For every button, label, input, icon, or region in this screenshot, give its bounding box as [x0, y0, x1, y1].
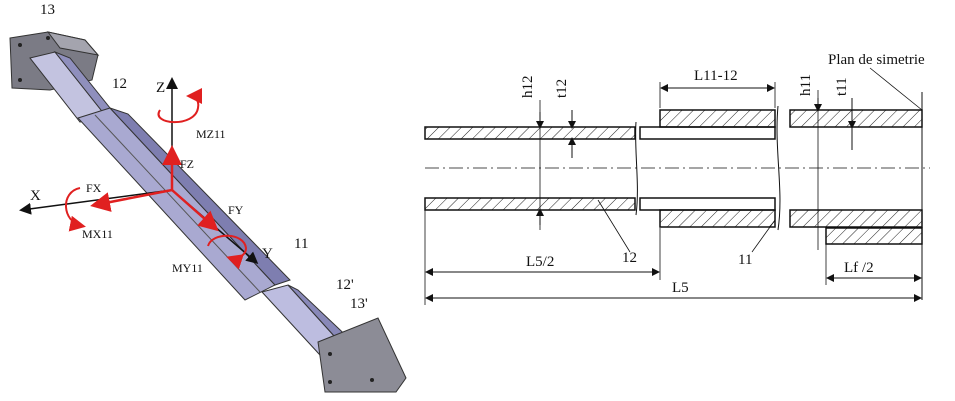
label-l11-12: L11-12 — [694, 68, 738, 84]
label-13-prime: 13' — [350, 296, 368, 312]
plate-13-prime — [317, 317, 407, 393]
label-t11: t11 — [834, 77, 850, 96]
tube-11-wall-bottom — [789, 209, 923, 228]
label-t12: t12 — [554, 79, 570, 98]
flange-section — [825, 227, 923, 245]
label-axis-x: X — [30, 188, 41, 204]
label-moment-x: MX11 — [82, 227, 113, 241]
label-moment-y: MY11 — [172, 261, 203, 275]
moment-x-arrow — [65, 187, 86, 232]
tube-12-wall-bottom — [424, 197, 636, 211]
right-section-drawing: Plan de simetrie h12 t12 L11-12 h11 t11 … — [424, 52, 930, 305]
label-moment-z: MZ11 — [196, 127, 226, 141]
label-sym-plane: Plan de simetrie — [828, 52, 925, 68]
tube-11-wall-top — [789, 109, 923, 128]
label-force-x: FX — [86, 181, 102, 195]
moment-y-arrow — [207, 234, 248, 270]
label-axis-z: Z — [156, 80, 165, 96]
tube-11-overlap-top — [659, 109, 776, 128]
label-force-z: FZ — [180, 157, 194, 171]
label-part-11: 11 — [738, 252, 752, 268]
label-force-y: FY — [228, 203, 244, 217]
beam-11 — [77, 107, 291, 301]
label-12-prime: 12' — [336, 277, 354, 293]
label-h11: h11 — [798, 74, 814, 96]
tube-11-overlap-bottom — [659, 209, 776, 228]
label-l5-half: L5/2 — [526, 254, 554, 270]
left-3d-figure: 13 12 Z MZ11 FZ X FX FY MX11 Y 11 MY11 1… — [9, 2, 407, 393]
label-12: 12 — [112, 76, 127, 92]
moment-z-arrow — [157, 88, 203, 124]
label-part-12: 12 — [622, 250, 637, 266]
force-y-arrow — [171, 189, 219, 232]
tube-12-wall-top — [424, 126, 636, 140]
label-13: 13 — [40, 2, 55, 18]
label-lf-half: Lf /2 — [844, 260, 874, 276]
label-axis-y: Y — [262, 246, 273, 262]
label-l5: L5 — [672, 280, 689, 296]
label-11: 11 — [294, 236, 308, 252]
label-h12: h12 — [520, 76, 536, 99]
force-x-arrow — [90, 188, 173, 212]
